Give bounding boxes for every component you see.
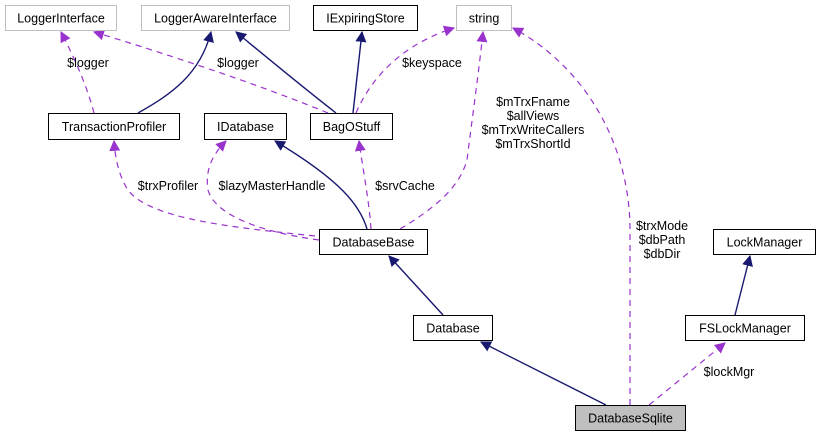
class-box[interactable] [204, 113, 287, 140]
edge-label: $mTrxFname$allViews$mTrxWriteCallers$mTr… [482, 95, 585, 151]
class-name: string [469, 12, 500, 26]
class-node-string[interactable]: string [456, 5, 512, 31]
class-node-loggerawareinterface[interactable]: LoggerAwareInterface [141, 5, 290, 31]
edge-label: $trxProfiler [138, 179, 198, 193]
class-name: FSLockManager [699, 322, 791, 336]
inheritance-edge-Database-to-DatabaseBase [388, 255, 444, 316]
inheritance-edge-TransactionProfiler-to-LoggerAwareInterface [137, 30, 214, 114]
edge-label-line: $lockMgr [704, 365, 755, 379]
inheritance-edge-BagOStuff-to-IExpiringStore [352, 30, 367, 114]
edge-label: $logger [67, 56, 109, 70]
inheritance-edge-FSLockManager-to-LockManager [734, 254, 753, 316]
class-name: Database [426, 322, 480, 336]
class-box[interactable] [319, 229, 428, 255]
edge-label-line: $logger [67, 56, 109, 70]
class-node-databasebase[interactable]: DatabaseBase [319, 229, 428, 255]
usage-edge-BagOStuff-to-LoggerInterface [92, 29, 329, 114]
class-box[interactable] [413, 315, 493, 341]
class-node-transactionprofiler[interactable]: TransactionProfiler [48, 113, 180, 140]
edge-label: $srvCache [375, 179, 435, 193]
class-name: IExpiringStore [326, 12, 405, 26]
edge-label-line: $allViews [507, 109, 560, 123]
class-node-iexpiringstore[interactable]: IExpiringStore [313, 5, 418, 31]
edge-label-line: $dbPath [639, 233, 686, 247]
edge-label: $lazyMasterHandle [219, 179, 326, 193]
class-box[interactable] [685, 315, 805, 341]
class-box[interactable] [48, 113, 180, 140]
edge-label-line: $mTrxWriteCallers [482, 123, 585, 137]
usage-edge-DatabaseBase-to-BagOStuff [354, 139, 372, 230]
edge-label: $lockMgr [704, 365, 755, 379]
class-name: LoggerAwareInterface [154, 12, 277, 26]
class-box[interactable] [5, 5, 117, 31]
class-box[interactable] [575, 405, 686, 431]
edge-label-line: $lazyMasterHandle [219, 179, 326, 193]
class-name: DatabaseSqlite [588, 412, 673, 426]
usage-edge-DatabaseSqlite-to-FSLockManager [648, 342, 726, 406]
class-box[interactable] [310, 113, 393, 140]
inheritance-edge-DatabaseBase-to-IDatabase [274, 140, 368, 230]
edge-label-line: $trxMode [636, 219, 688, 233]
usage-edge-BagOStuff-to-string [355, 25, 456, 114]
class-node-lockmanager[interactable]: LockManager [713, 229, 816, 255]
edge-label: $logger [217, 56, 259, 70]
class-name: DatabaseBase [332, 236, 414, 250]
edge-label-line: $dbDir [644, 247, 681, 261]
edge-labels-layer: $logger $logger $keyspace $trxProfiler $lazy… [67, 56, 754, 379]
edge-label: $trxMode$dbPath$dbDir [636, 219, 688, 261]
class-node-databasesqlite[interactable]: DatabaseSqlite [575, 405, 686, 431]
nodes-layer: LoggerInterface LoggerAwareInterface IExpi… [5, 5, 816, 431]
usage-edge-DatabaseSqlite-to-string [512, 27, 631, 405]
inheritance-edge-DatabaseSqlite-to-Database [480, 341, 607, 406]
inheritance-edge-BagOStuff-to-LoggerAwareInterface [235, 31, 337, 114]
class-box[interactable] [141, 5, 290, 31]
class-box[interactable] [313, 5, 418, 31]
class-node-idatabase[interactable]: IDatabase [204, 113, 287, 140]
edge-label-line: $srvCache [375, 179, 435, 193]
class-name: BagOStuff [323, 120, 381, 134]
class-box[interactable] [456, 5, 512, 31]
edge-label-line: $keyspace [402, 56, 462, 70]
class-box[interactable] [713, 229, 816, 255]
class-node-bagostuff[interactable]: BagOStuff [310, 113, 393, 140]
class-name: TransactionProfiler [62, 120, 166, 134]
class-node-database[interactable]: Database [413, 315, 493, 341]
edge-label-line: $mTrxShortId [495, 137, 570, 151]
class-name: LoggerInterface [17, 12, 105, 26]
edge-label-line: $mTrxFname [496, 95, 570, 109]
class-name: IDatabase [217, 120, 274, 134]
edge-label: $keyspace [402, 56, 462, 70]
usage-edge-TransactionProfiler-to-LoggerInterface [60, 31, 95, 114]
edge-label-line: $trxProfiler [138, 179, 198, 193]
edge-label-line: $logger [217, 56, 259, 70]
class-name: LockManager [727, 236, 803, 250]
edges-layer [60, 25, 753, 406]
class-node-fslockmanager[interactable]: FSLockManager [685, 315, 805, 341]
usage-edge-DatabaseBase-to-string [399, 30, 488, 230]
class-node-loggerinterface[interactable]: LoggerInterface [5, 5, 117, 31]
